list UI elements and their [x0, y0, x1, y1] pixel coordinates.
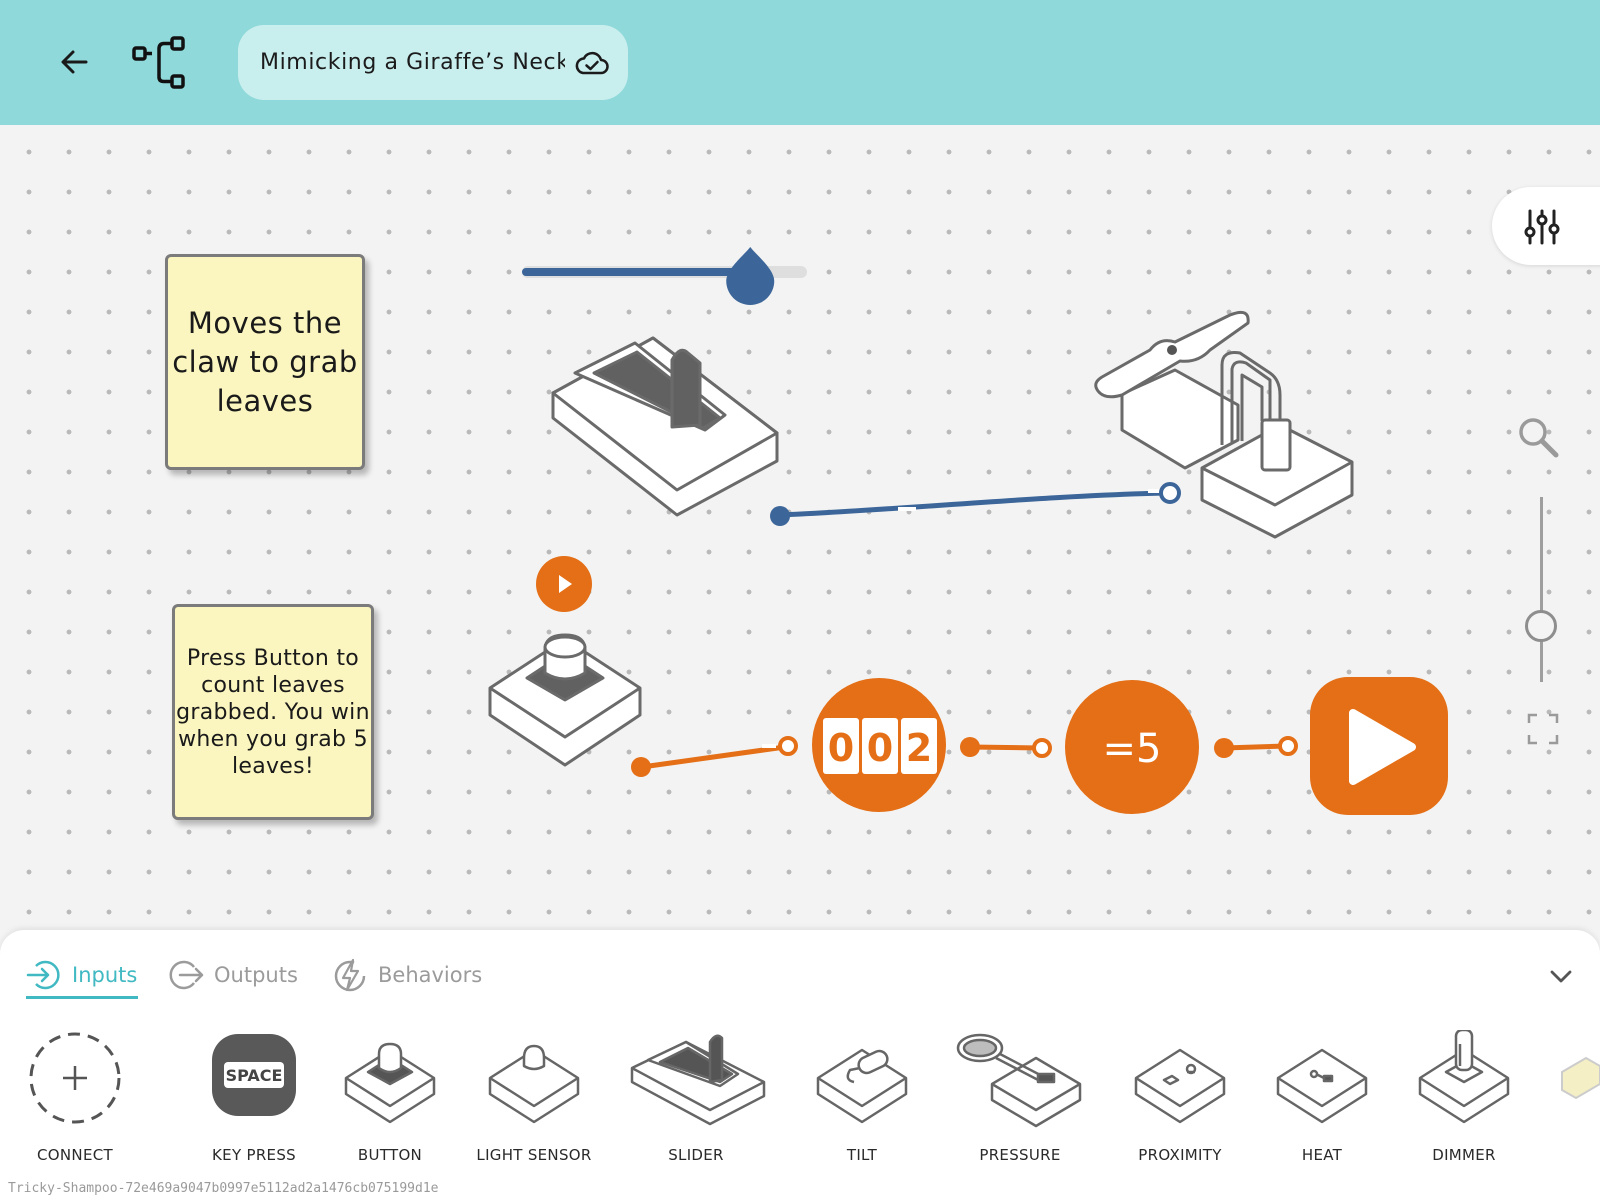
- orange-wire-counter-compare[interactable]: [960, 737, 1052, 758]
- logout-icon: [169, 960, 204, 990]
- dimmer-icon: [1418, 1030, 1510, 1124]
- palette-connect[interactable]: CONNECT: [28, 1030, 124, 1180]
- plus-circle-icon: [29, 1032, 121, 1124]
- sticky-note[interactable]: Moves the claw to grab leaves: [165, 254, 365, 470]
- palette-slider[interactable]: SLIDER: [628, 1030, 768, 1180]
- sticky-note[interactable]: Press Button to count leaves grabbed. Yo…: [172, 604, 374, 820]
- chevron-down-icon[interactable]: [1547, 962, 1575, 990]
- orange-wire-button-counter[interactable]: [631, 736, 798, 777]
- palette-proximity[interactable]: PROXIMITY: [1132, 1030, 1228, 1180]
- flow-diagram-icon: [132, 36, 185, 89]
- back-button[interactable]: [56, 42, 96, 82]
- lightning-icon: [334, 958, 366, 992]
- win-output-block[interactable]: [1310, 677, 1448, 815]
- palette-heat[interactable]: HEAT: [1274, 1030, 1370, 1180]
- palette-button[interactable]: BUTTON: [342, 1030, 438, 1180]
- compare-value: =5: [1103, 726, 1162, 772]
- palette-dimmer[interactable]: DIMMER: [1416, 1030, 1512, 1180]
- counter-digit: 2: [906, 726, 932, 770]
- keyboard-key-icon: SPACE: [212, 1034, 296, 1116]
- palette-light-sensor[interactable]: LIGHT SENSOR: [476, 1030, 591, 1180]
- run-block-button[interactable]: [536, 556, 592, 612]
- settings-toggle-button[interactable]: [1492, 187, 1600, 265]
- fit-screen-icon[interactable]: [1527, 713, 1559, 745]
- compare-block[interactable]: =5: [1065, 680, 1199, 814]
- counter-digit: 0: [828, 726, 854, 770]
- tab-behaviors[interactable]: Behaviors: [332, 950, 482, 1000]
- play-icon: [559, 575, 572, 593]
- workspace-canvas[interactable]: 0 0 2 =5 Moves the claw to grab leaves P…: [0, 125, 1600, 930]
- tab-inputs[interactable]: Inputs: [26, 950, 137, 1000]
- zoom-slider-track[interactable]: [1540, 497, 1543, 682]
- project-title: Mimicking a Giraffe’s Neck: [260, 50, 565, 75]
- palette-key-press[interactable]: SPACE KEY PRESS: [210, 1030, 300, 1180]
- orange-wire-compare-win[interactable]: [1214, 736, 1298, 758]
- slider-value-control[interactable]: [522, 247, 807, 305]
- pressure-sensor-icon: [956, 1033, 1082, 1128]
- svg-text:SPACE: SPACE: [226, 1066, 283, 1085]
- palette-pressure[interactable]: PRESSURE: [956, 1030, 1086, 1180]
- counter-block[interactable]: 0 0 2: [812, 678, 946, 812]
- login-icon: [26, 960, 60, 990]
- arrow-left-icon: [61, 50, 88, 74]
- heat-sensor-icon: [1276, 1048, 1368, 1124]
- component-palette-panel: Inputs Outputs Behaviors CONNECT SPACE: [0, 930, 1600, 1200]
- note-text: Press Button to count leaves grabbed. Yo…: [176, 645, 370, 779]
- blue-wire[interactable]: [770, 482, 1181, 526]
- top-bar: Mimicking a Giraffe’s Neck: [0, 0, 1600, 125]
- proximity-sensor-icon: [1134, 1048, 1226, 1124]
- component-icon: [1561, 1056, 1600, 1100]
- counter-digit: 0: [867, 726, 893, 770]
- slider-handle: [726, 247, 775, 305]
- play-icon: [1349, 709, 1416, 785]
- button-icon: [344, 1042, 436, 1124]
- button-block[interactable]: [488, 633, 642, 767]
- note-text: Moves the claw to grab leaves: [172, 305, 358, 418]
- zoom-icon[interactable]: [1516, 415, 1560, 459]
- zoom-slider-handle[interactable]: [1525, 610, 1557, 642]
- light-sensor-icon: [488, 1044, 580, 1124]
- slider-icon: [630, 1034, 766, 1126]
- sliders-icon: [1524, 209, 1560, 245]
- servo-motor-block[interactable]: [1094, 310, 1354, 539]
- session-id: Tricky-Shampoo-72e469a9047b0997e5112ad2a…: [8, 1181, 439, 1196]
- cloud-check-icon: [575, 51, 609, 75]
- flow-view-button[interactable]: [130, 34, 190, 94]
- tilt-sensor-icon: [816, 1048, 908, 1124]
- tab-outputs[interactable]: Outputs: [168, 950, 298, 1000]
- active-tab-indicator: [26, 996, 138, 999]
- palette-tilt[interactable]: TILT: [814, 1030, 910, 1180]
- palette-next-item-partial[interactable]: [1556, 1030, 1600, 1180]
- project-title-pill[interactable]: Mimicking a Giraffe’s Neck: [238, 25, 628, 100]
- slider-block[interactable]: [551, 336, 779, 517]
